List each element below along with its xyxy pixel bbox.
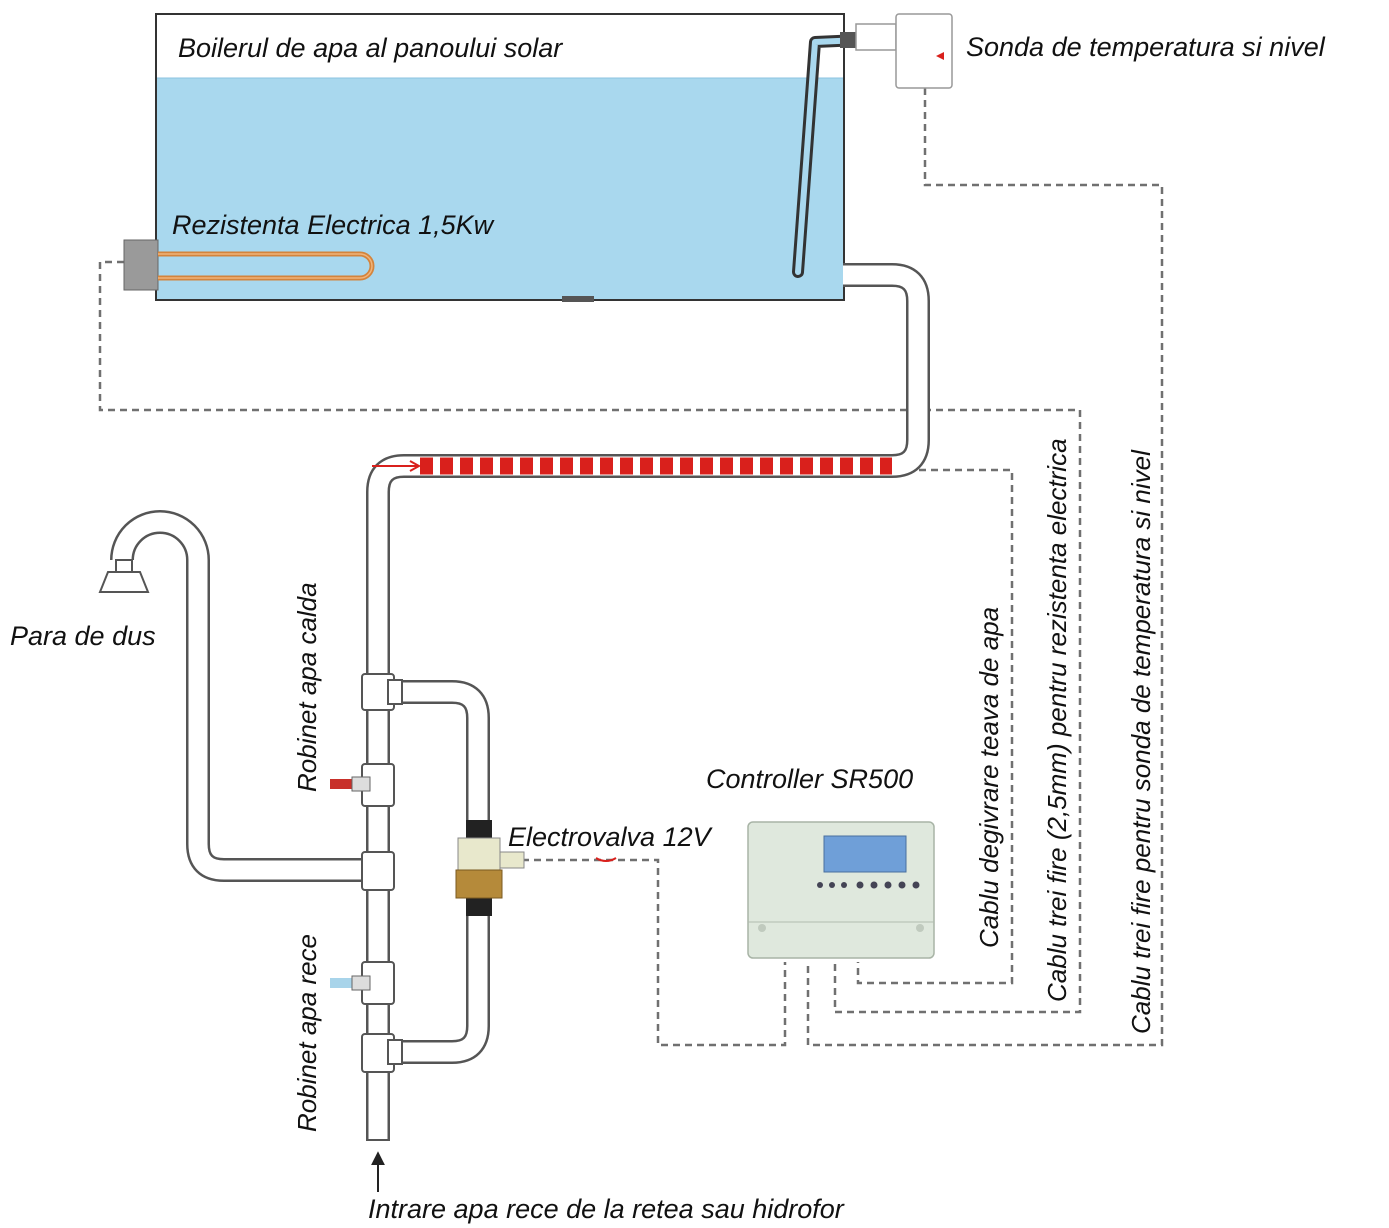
heater-flange	[123, 239, 159, 291]
labels: Boilerul de apa al panoului solar Sonda …	[10, 32, 1326, 1224]
heater-label: Rezistenta Electrica 1,5Kw	[172, 210, 495, 240]
cable-probe-label: Cablu trei fire pentru sonda de temperat…	[1126, 449, 1156, 1034]
controller-sr500	[747, 821, 935, 959]
pipes	[110, 263, 930, 1141]
cable-heater-label: Cablu trei fire (2,5mm) pentru rezistent…	[1042, 438, 1072, 1002]
solenoid-valve	[455, 820, 617, 916]
cold-tap-label: Robinet apa rece	[292, 934, 322, 1132]
valve-wire	[522, 858, 787, 1047]
inlet-label: Intrare apa rece de la retea sau hidrofo…	[368, 1194, 845, 1224]
tank-label: Boilerul de apa al panoului solar	[178, 33, 563, 63]
controller-label: Controller SR500	[706, 764, 913, 794]
shower-head	[98, 559, 150, 593]
valve-label: Electrovalva 12V	[508, 822, 714, 852]
tank-water	[157, 78, 843, 299]
probe-tube	[792, 32, 866, 278]
hot-tap-label: Robinet apa calda	[292, 582, 322, 792]
heater-wire	[98, 260, 1082, 1014]
shower-label: Para de dus	[10, 621, 156, 651]
probe-label: Sonda de temperatura si nivel	[966, 32, 1326, 62]
hot-tap-handle	[330, 776, 371, 792]
electric-heater	[123, 239, 375, 291]
defrost-wire	[856, 468, 1014, 985]
temperature-level-probe	[855, 13, 953, 89]
cable-defrost-label: Cablu degivrare teava de apa	[974, 607, 1004, 948]
probe-wire	[806, 88, 1164, 1047]
controller-display	[823, 835, 907, 873]
heating-cable	[372, 457, 892, 475]
controller-buttons	[817, 881, 920, 889]
cold-tap-handle	[330, 975, 371, 991]
